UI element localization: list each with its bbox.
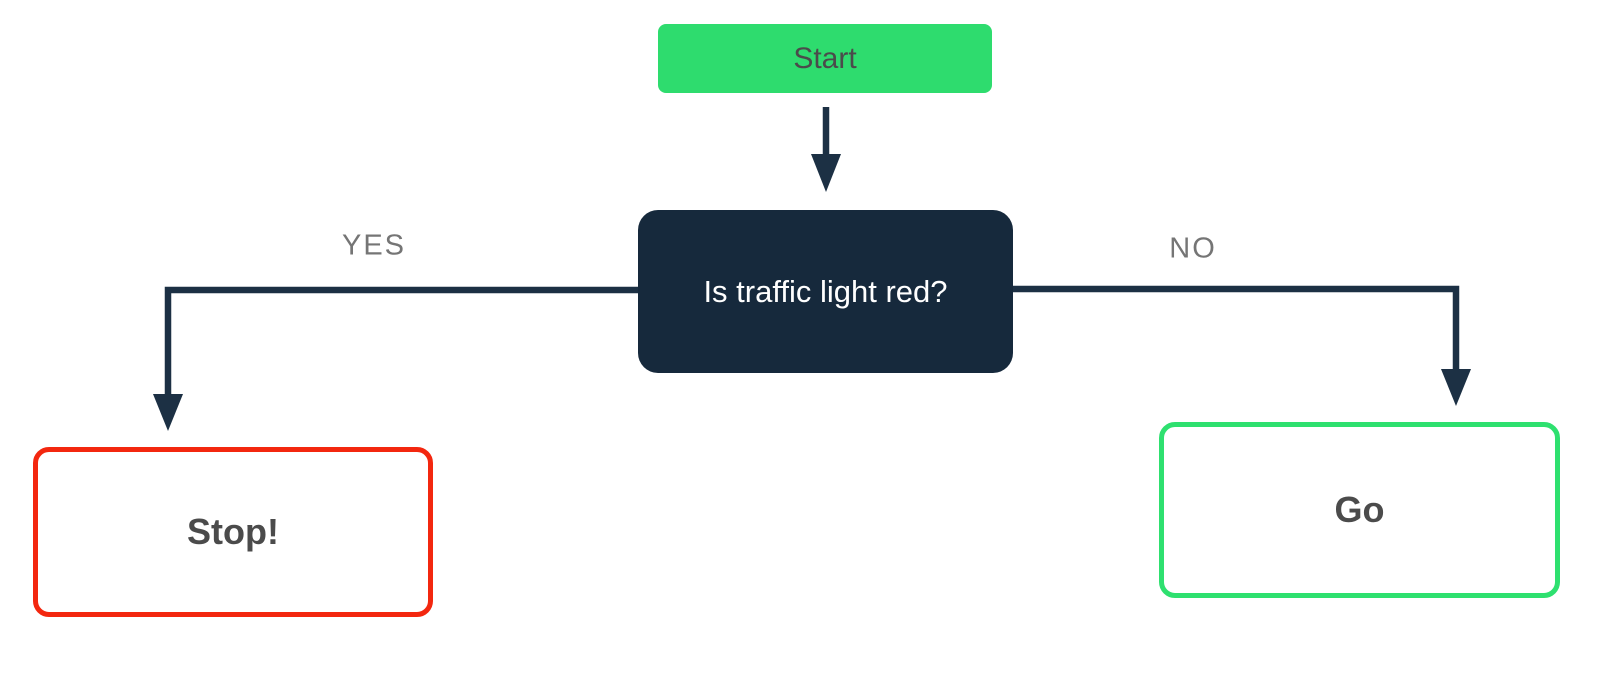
edge-no bbox=[1013, 285, 1471, 406]
edge-yes-shaft bbox=[164, 286, 638, 398]
edge-label-no: NO bbox=[1169, 232, 1217, 265]
edge-start-to-decision bbox=[811, 107, 841, 192]
decision-node-label: Is traffic light red? bbox=[703, 273, 948, 309]
arrow-down-icon bbox=[1441, 369, 1471, 406]
flowchart-node-stop: Stop! bbox=[33, 447, 433, 617]
start-node-label: Start bbox=[793, 41, 857, 75]
edge-no-shaft bbox=[1013, 285, 1460, 373]
edge-label-yes: YES bbox=[341, 229, 407, 262]
arrow-down-icon bbox=[811, 154, 841, 192]
arrow-down-icon bbox=[153, 394, 183, 431]
stop-node-label: Stop! bbox=[187, 511, 279, 552]
flowchart-node-go: Go bbox=[1159, 422, 1560, 598]
flowchart-node-start: Start bbox=[658, 24, 992, 93]
go-node-label: Go bbox=[1334, 489, 1385, 530]
edge-yes bbox=[153, 286, 638, 431]
flowchart-node-decision: Is traffic light red? bbox=[638, 210, 1013, 373]
